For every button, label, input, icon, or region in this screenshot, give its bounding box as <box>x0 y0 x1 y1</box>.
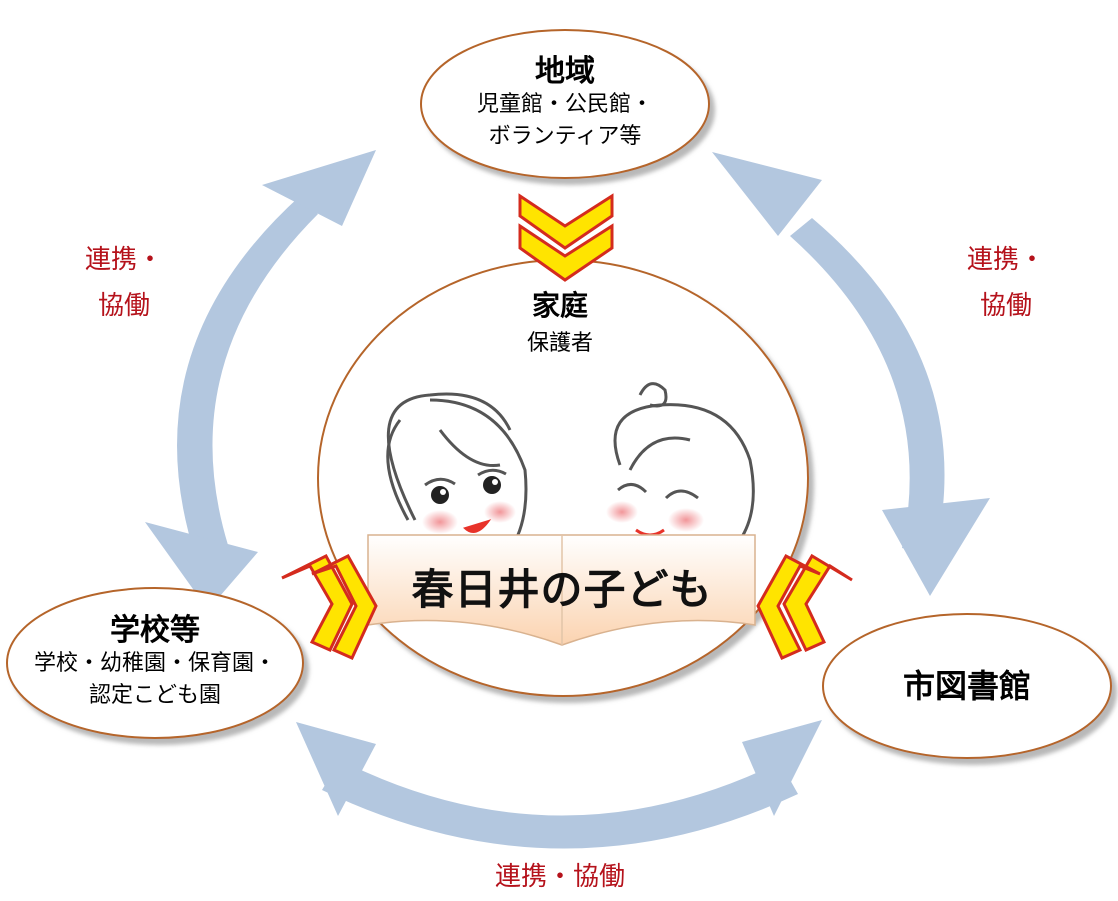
double-chevron-icon-left <box>281 554 378 660</box>
region-node: 地域 児童館・公民館・ ボランティア等 <box>420 30 710 178</box>
family-subtitle: 保護者 <box>526 331 593 357</box>
cycle-arrows <box>145 150 990 849</box>
arrow-bottom-arc <box>322 760 798 849</box>
school-line-1: 学校・幼稚園・保育園・ <box>33 651 276 677</box>
arrow-left-arc <box>177 196 318 555</box>
arrowhead-bottom-left <box>296 722 376 816</box>
arrowhead-left-top <box>262 150 376 226</box>
blush-3 <box>606 501 638 523</box>
school-line-2: 認定こども園 <box>88 683 221 709</box>
library-ellipse <box>822 613 1112 759</box>
school-ellipse <box>6 587 304 739</box>
family-node: 家庭 保護者 <box>470 289 650 390</box>
family-title: 家庭 <box>531 289 588 322</box>
region-ellipse <box>420 29 710 179</box>
arrowhead-right-top <box>712 152 822 236</box>
blush-2 <box>484 501 516 523</box>
arrow-right-arc <box>790 218 945 555</box>
collaboration-label-left: 連携・ 協働 <box>84 245 163 321</box>
school-node: 学校等 学校・幼稚園・保育園・ 認定こども園 <box>6 588 304 738</box>
collaboration-label-bottom: 連携・協働 <box>494 862 625 892</box>
library-title: 市図書館 <box>902 666 1031 705</box>
double-chevron-icon-right <box>756 553 853 660</box>
region-title: 地域 <box>535 53 595 89</box>
collaboration-label-right: 連携・ 協働 <box>966 245 1045 321</box>
arrowhead-bottom-right <box>742 720 822 816</box>
arrowhead-left-bottom <box>145 522 258 610</box>
children-illustration <box>386 382 755 551</box>
region-line-2: ボランティア等 <box>488 124 642 150</box>
library-node: 市図書館 <box>822 614 1112 758</box>
arrowhead-right-bottom <box>882 498 990 596</box>
blush-1 <box>422 510 458 534</box>
school-title: 学校等 <box>110 612 200 648</box>
child-title: 春日井の子ども <box>411 565 713 614</box>
region-line-1: 児童館・公民館・ <box>476 92 653 118</box>
double-chevron-icon-top <box>518 193 614 282</box>
blush-4 <box>668 508 704 532</box>
